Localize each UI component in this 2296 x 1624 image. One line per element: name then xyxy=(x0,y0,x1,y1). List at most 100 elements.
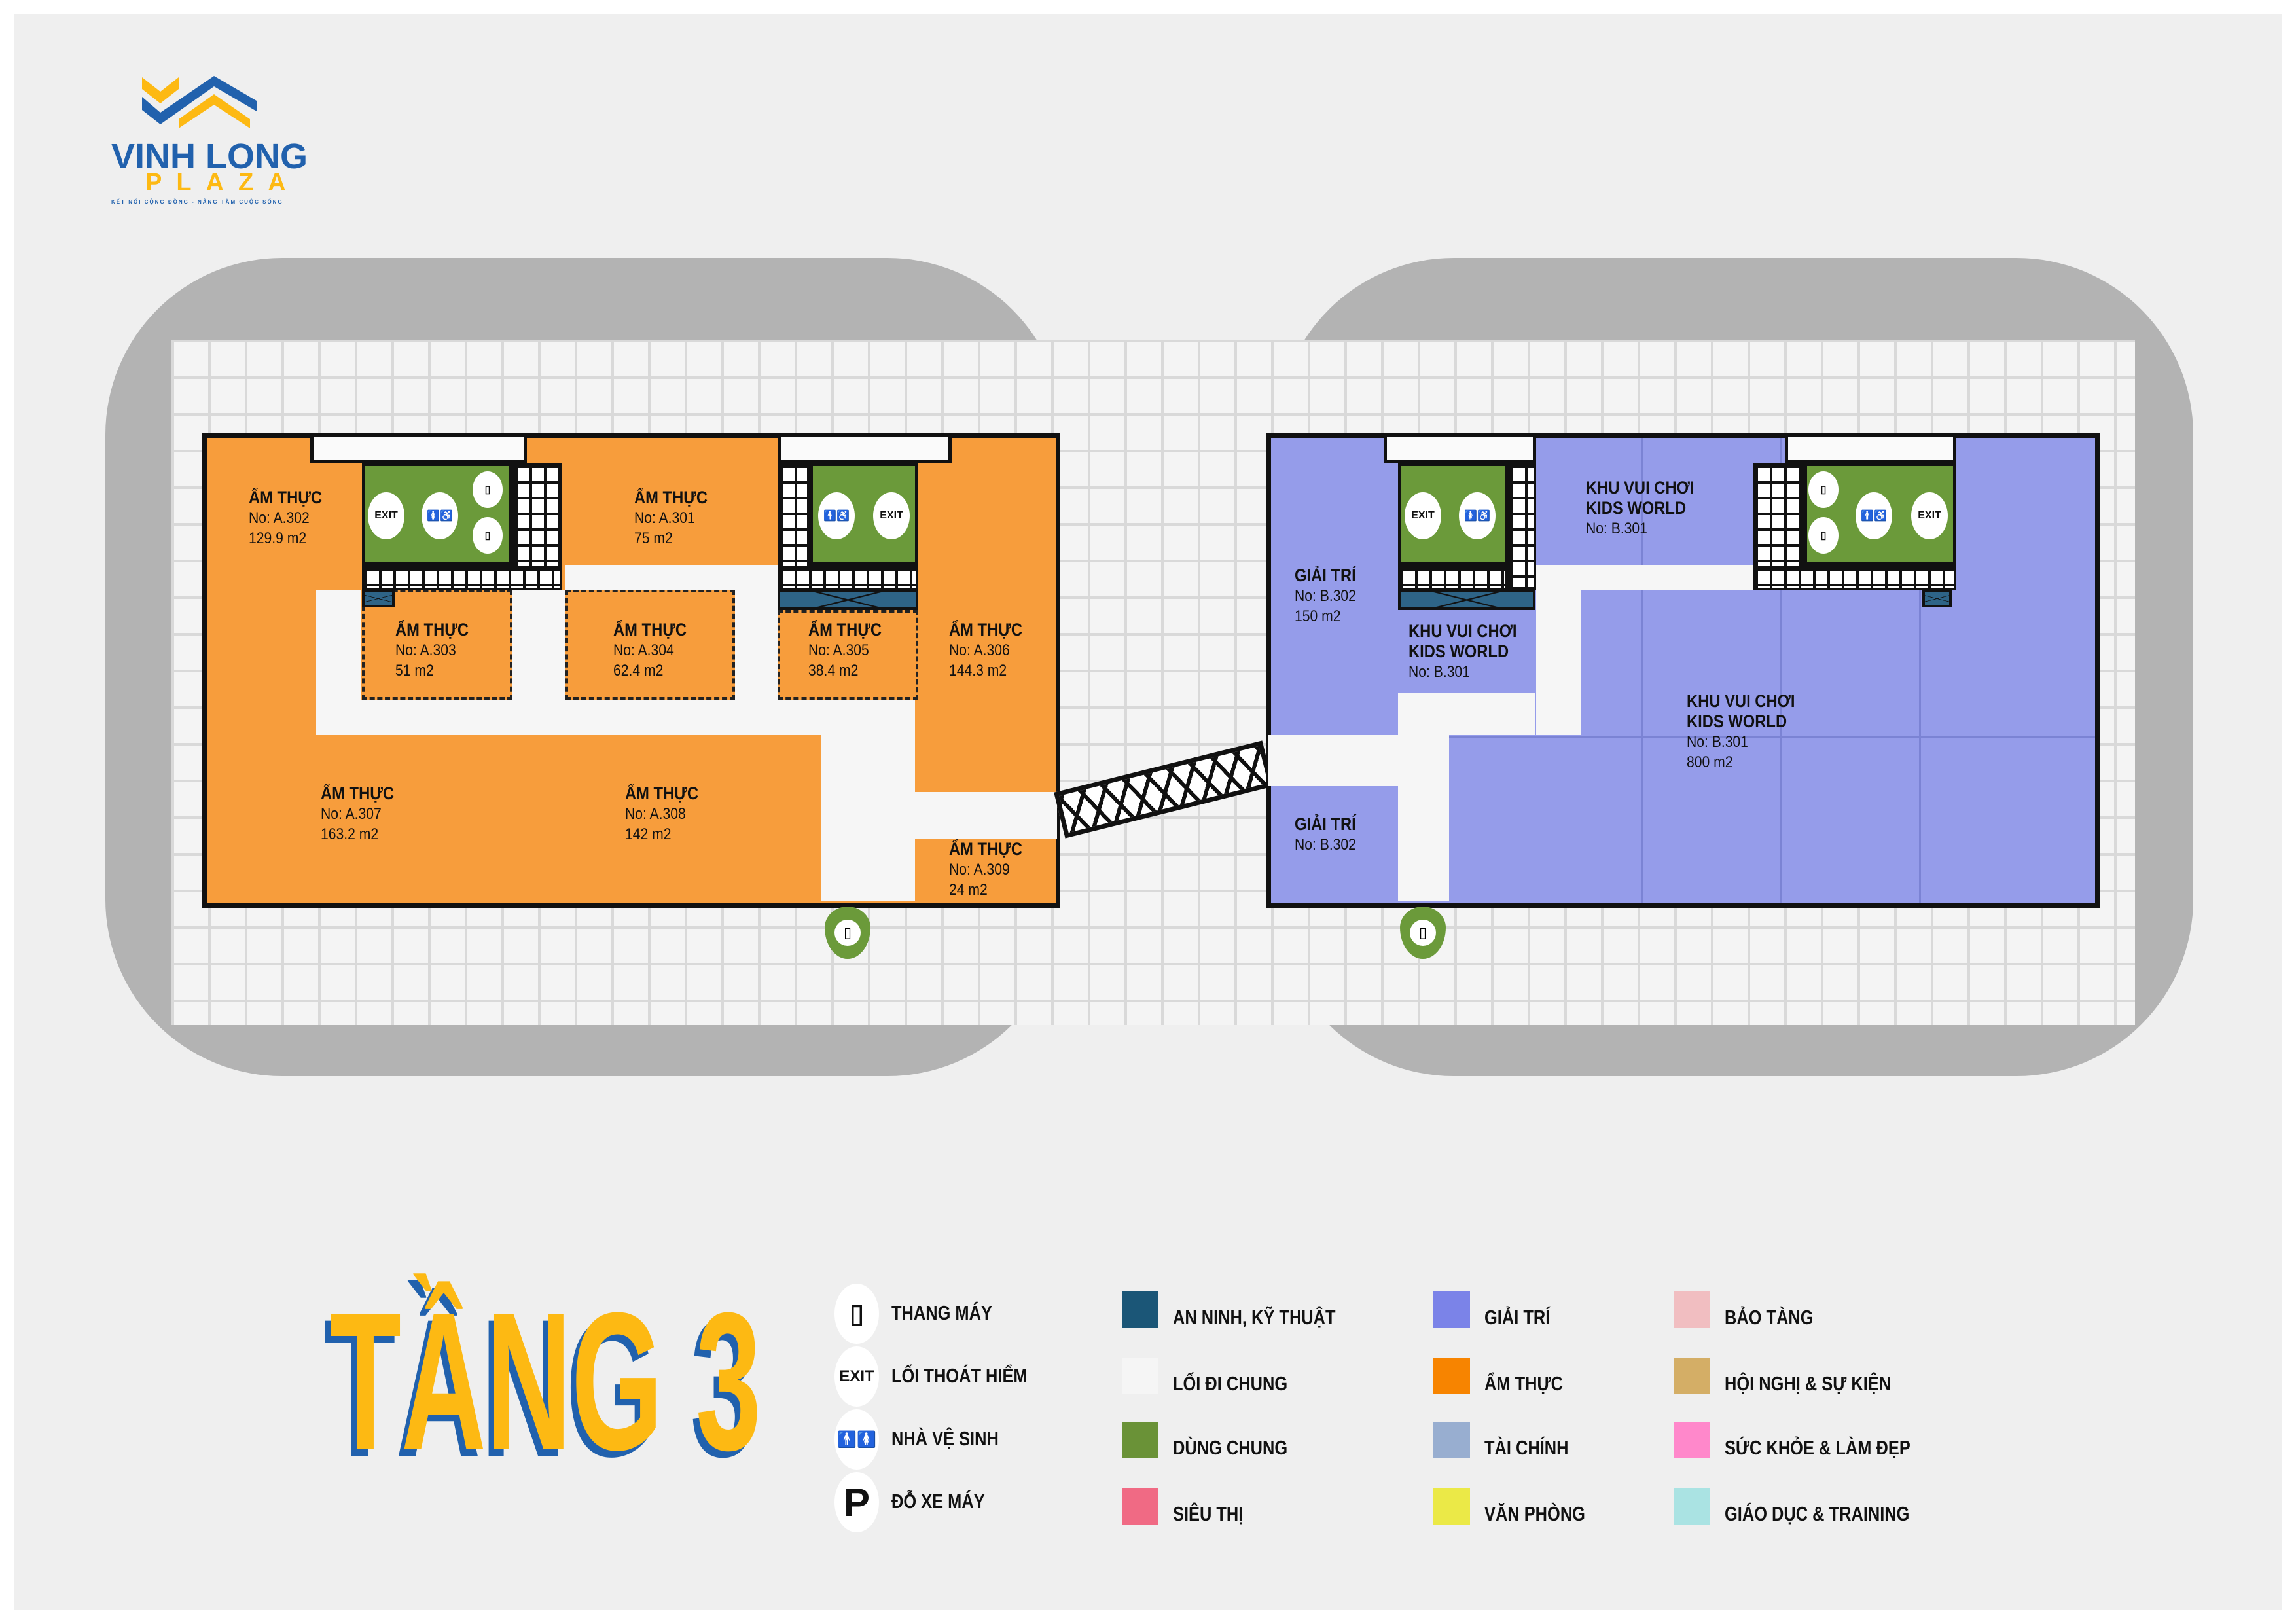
exit-icon: EXIT xyxy=(1405,492,1441,539)
room-category: ẨM THỰC xyxy=(613,620,687,640)
room-number: No: B.301 xyxy=(1586,520,1647,537)
entrance-notch xyxy=(778,433,952,463)
corridor xyxy=(1398,693,1535,735)
room-category: KIDS WORLD xyxy=(1408,641,1509,661)
restroom-icon: 🚹♿ xyxy=(818,492,855,539)
legend-label: THANG MÁY xyxy=(891,1301,992,1324)
stair-hatch xyxy=(1508,463,1536,590)
exit-icon: EXIT xyxy=(834,1346,879,1407)
elevator-icon: ▯ xyxy=(834,1284,879,1344)
elevator-icon: ▯ xyxy=(834,920,861,946)
room-number: No: B.301 xyxy=(1687,733,1748,751)
room-number: No: B.301 xyxy=(1408,663,1470,681)
legend-label: LỐI ĐI CHUNG xyxy=(1173,1372,1288,1395)
room-category: GIẢI TRÍ xyxy=(1295,814,1356,834)
legend-label: GIẢI TRÍ xyxy=(1484,1306,1551,1329)
room-number: No: B.302 xyxy=(1295,587,1356,605)
room-a307[interactable]: ẨM THỰC No: A.307 163.2 m2 xyxy=(321,784,404,844)
entrance-notch xyxy=(1384,433,1536,463)
corridor xyxy=(316,700,915,735)
elevator-icon: ▯ xyxy=(473,471,503,508)
legend-label: HỘI NGHỊ & SỰ KIỆN xyxy=(1725,1372,1892,1395)
legend-swatch xyxy=(1433,1488,1470,1525)
room-category: ẨM THỰC xyxy=(321,784,395,803)
room-category: ẨM THỰC xyxy=(625,784,699,803)
stair-hatch xyxy=(778,566,918,590)
restroom-icon: 🚹♿ xyxy=(1856,492,1892,539)
corridor xyxy=(1536,590,1581,735)
legend-label: BẢO TÀNG xyxy=(1725,1306,1814,1329)
room-category: KIDS WORLD xyxy=(1687,712,1787,731)
legend-swatch xyxy=(1433,1422,1470,1458)
logo-tagline: KẾT NỐI CỘNG ĐỒNG - NÂNG TẦM CUỘC SỐNG xyxy=(111,199,283,205)
room-category: ẨM THỰC xyxy=(395,620,469,640)
legend-label: SIÊU THỊ xyxy=(1173,1502,1244,1525)
room-outline xyxy=(565,590,735,700)
room-area: 62.4 m2 xyxy=(613,662,664,679)
entrance-notch xyxy=(1785,433,1956,463)
room-number: No: A.303 xyxy=(395,641,456,659)
corridor xyxy=(1268,735,1398,786)
legend-swatch xyxy=(1674,1291,1710,1328)
legend-swatch xyxy=(1674,1488,1710,1525)
corridor xyxy=(565,565,778,590)
legend-swatch xyxy=(1433,1291,1470,1328)
legend-label: GIÁO DỤC & TRAINING xyxy=(1725,1502,1910,1525)
room-a302[interactable]: ẨM THỰC No: A.302 129.9 m2 xyxy=(249,488,332,549)
legend-swatch xyxy=(1122,1291,1158,1328)
logo-name-line2: PLAZA xyxy=(145,169,300,196)
room-area: 75 m2 xyxy=(634,530,673,547)
legend-label: NHÀ VỆ SINH xyxy=(891,1427,999,1450)
room-area: 51 m2 xyxy=(395,662,434,679)
legend-label: SỨC KHỎE & LÀM ĐẸP xyxy=(1725,1436,1910,1459)
room-number: No: A.306 xyxy=(949,641,1010,659)
room-category: GIẢI TRÍ xyxy=(1295,566,1356,585)
elevator-pin[interactable]: ▯ xyxy=(1400,907,1446,959)
legend-label: AN NINH, KỸ THUẬT xyxy=(1173,1306,1336,1329)
room-category: ẨM THỰC xyxy=(634,488,708,507)
room-category: KHU VUI CHƠI xyxy=(1408,621,1517,641)
room-category: KHU VUI CHƠI xyxy=(1586,478,1695,497)
room-area: 163.2 m2 xyxy=(321,825,379,843)
room-area: 142 m2 xyxy=(625,825,672,843)
room-category: KHU VUI CHƠI xyxy=(1687,691,1795,711)
room-number: No: A.307 xyxy=(321,805,382,823)
room-outline xyxy=(362,590,512,700)
corridor xyxy=(821,735,915,901)
legend-label: ĐỖ XE MÁY xyxy=(891,1490,985,1513)
room-area: 144.3 m2 xyxy=(949,662,1007,679)
room-category: KIDS WORLD xyxy=(1586,498,1687,518)
technical-area xyxy=(1922,590,1952,607)
stair-hatch xyxy=(1753,566,1956,590)
stair-hatch xyxy=(362,566,562,590)
elevator-icon: ▯ xyxy=(1410,920,1436,946)
technical-area xyxy=(778,590,918,610)
exit-icon: EXIT xyxy=(368,492,404,539)
corridor xyxy=(915,792,1057,839)
stair-hatch xyxy=(1398,566,1508,590)
room-category: ẨM THỰC xyxy=(808,620,882,640)
room-number: No: A.302 xyxy=(249,509,310,527)
corridor xyxy=(735,590,778,700)
exit-icon: EXIT xyxy=(873,492,910,539)
entrance-notch xyxy=(310,433,527,463)
room-category: ẨM THỰC xyxy=(249,488,323,507)
logo-name-line1: VINH LONG xyxy=(111,137,308,176)
room-area: 24 m2 xyxy=(949,881,988,899)
room-area: 129.9 m2 xyxy=(249,530,307,547)
elevator-pin[interactable]: ▯ xyxy=(825,907,870,959)
elevator-icon: ▯ xyxy=(1808,471,1839,508)
legend-swatch xyxy=(1122,1422,1158,1458)
